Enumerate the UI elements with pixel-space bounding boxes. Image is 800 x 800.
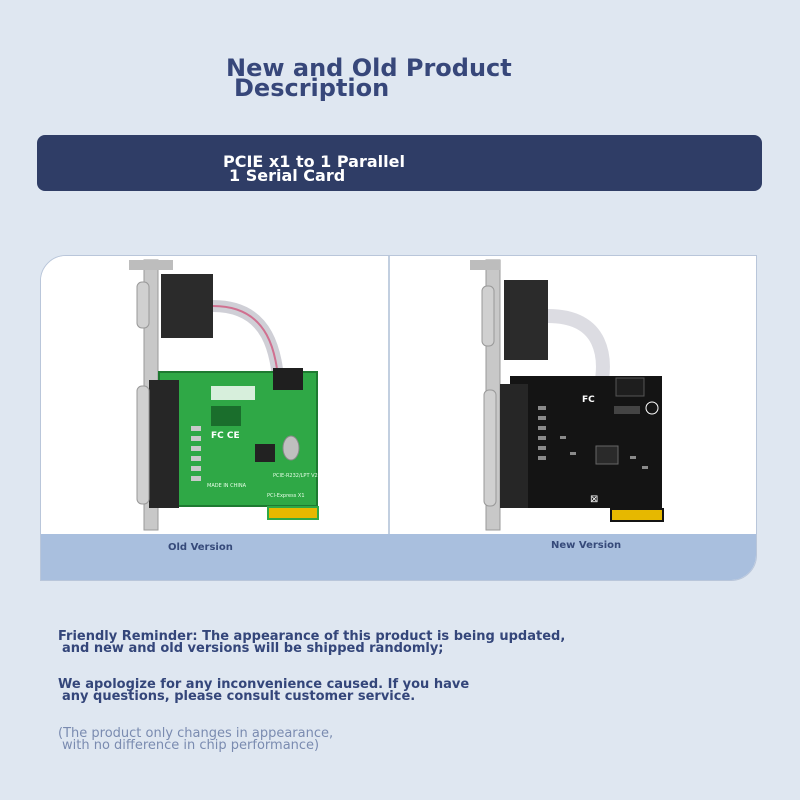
- banner-text: PCIE x1 to 1 Parallel 1 Serial Card: [223, 152, 405, 185]
- comparison-panel: FC CE PCIE-R232/LPT V2 MADE IN CHINA PCI…: [40, 255, 757, 581]
- version-divider: [388, 256, 390, 534]
- note-line: (The product only changes in appearance,: [58, 726, 334, 741]
- friendly-reminder-note: Friendly Reminder: The appearance of thi…: [58, 629, 566, 656]
- new-version-caption: New Version: [551, 540, 622, 551]
- note-line: any questions, please consult customer s…: [62, 689, 416, 704]
- caption-bar: Old Version New Version: [41, 534, 756, 580]
- old-card-illustration: FC CE PCIE-R232/LPT V2 MADE IN CHINA PCI…: [129, 259, 319, 531]
- old-version-photo: FC CE PCIE-R232/LPT V2 MADE IN CHINA PCI…: [41, 256, 388, 534]
- page-title-line1: New and Old Product: [226, 54, 512, 82]
- note-line: and new and old versions will be shipped…: [62, 641, 444, 656]
- page-title-line2: Description: [234, 74, 390, 102]
- page-title: New and Old Product Description: [226, 54, 512, 102]
- apology-note: We apologize for any inconvenience cause…: [58, 677, 470, 704]
- svg-text:FC CE: FC CE: [211, 431, 240, 441]
- note-line: We apologize for any inconvenience cause…: [58, 677, 470, 692]
- note-line: with no difference in chip performance): [62, 738, 320, 753]
- old-card-bus-label: PCI-Express X1: [267, 493, 305, 499]
- svg-text:⊠: ⊠: [590, 494, 598, 505]
- note-line: Friendly Reminder: The appearance of thi…: [58, 629, 566, 644]
- banner-line2: 1 Serial Card: [229, 166, 346, 185]
- new-card-illustration: FC ⊠: [470, 259, 664, 531]
- old-card-made-in-label: MADE IN CHINA: [207, 483, 247, 489]
- old-card-model-label: PCIE-R232/LPT V2: [273, 473, 318, 479]
- svg-text:FC: FC: [582, 395, 595, 405]
- banner-line1: PCIE x1 to 1 Parallel: [223, 152, 405, 171]
- old-version-caption: Old Version: [168, 542, 233, 553]
- product-banner: PCIE x1 to 1 Parallel 1 Serial Card: [37, 135, 762, 191]
- new-version-photo: FC ⊠: [390, 256, 756, 534]
- appearance-note: (The product only changes in appearance,…: [58, 726, 334, 753]
